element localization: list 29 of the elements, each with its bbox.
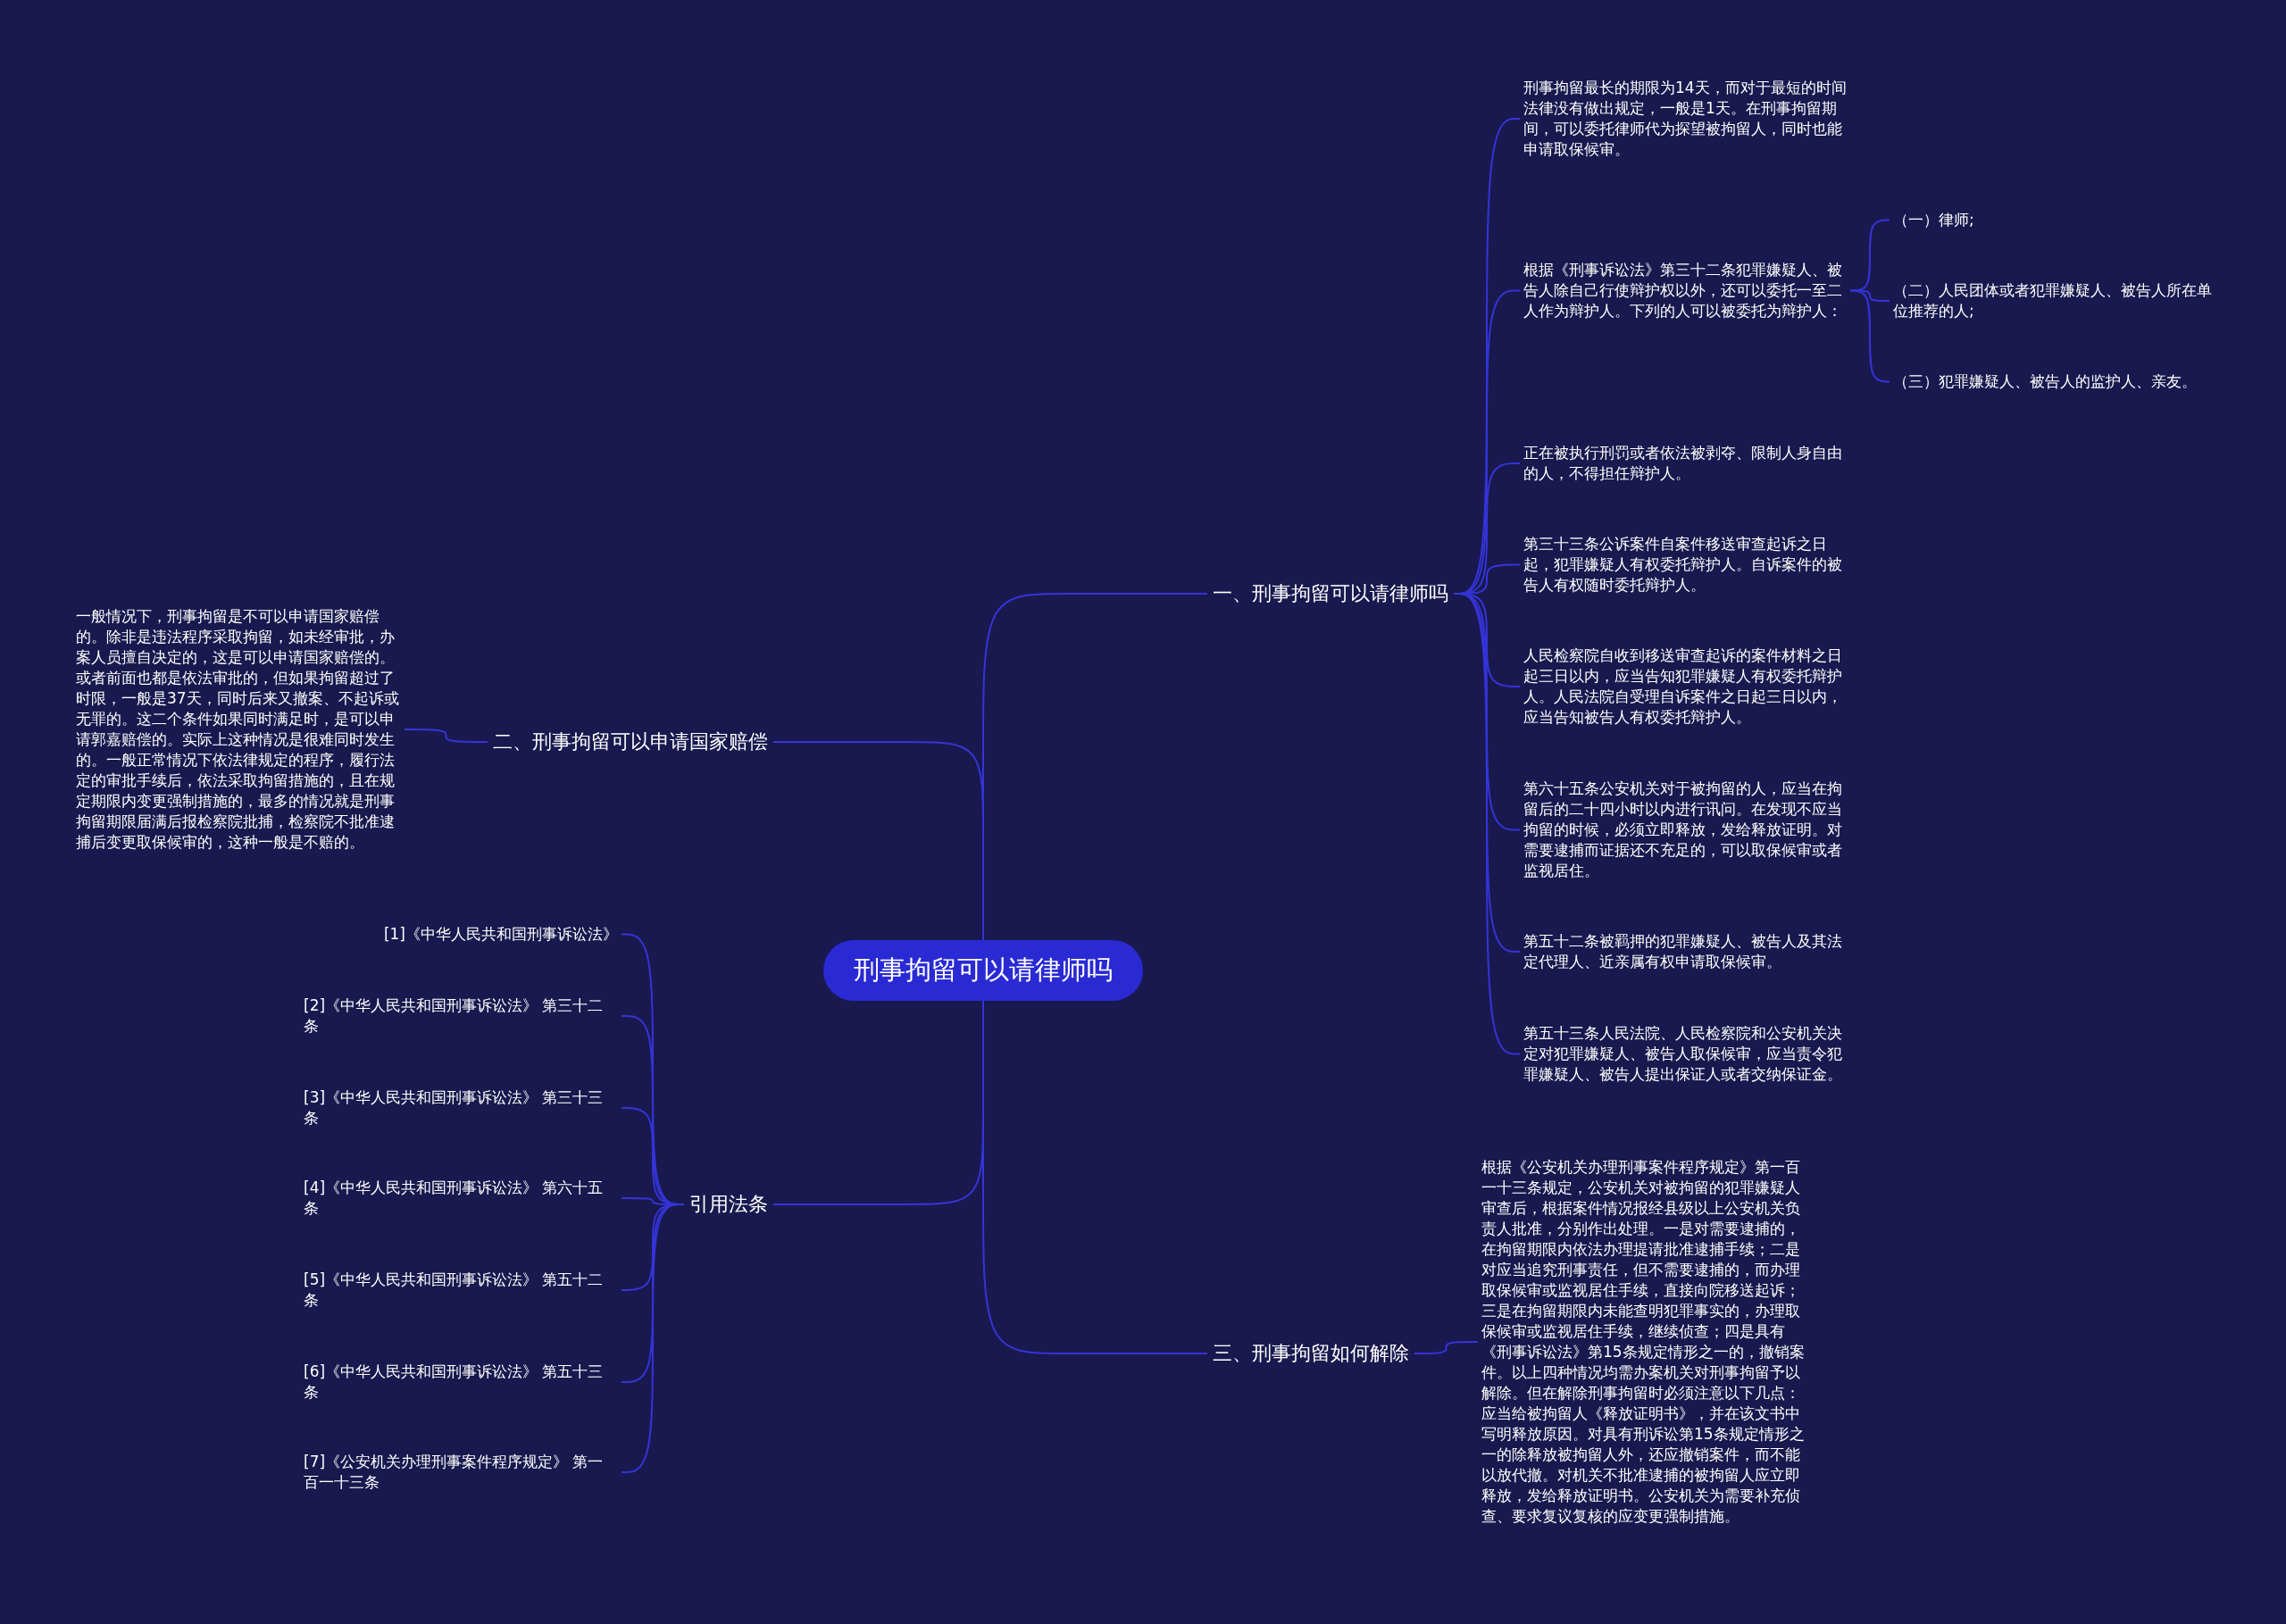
note-text: 第五十二条被羁押的犯罪嫌疑人、被告人及其法定代理人、近亲属有权申请取保候审。 — [1523, 931, 1847, 972]
note-text: 根据《刑事诉讼法》第三十二条犯罪嫌疑人、被告人除自己行使辩护权以外，还可以委托一至二人作为辩护人。下列的人可以被委托为辩护人： — [1523, 260, 1847, 321]
connector-line — [621, 1203, 685, 1473]
branch-topic: 三、刑事拘留如何解除 — [1211, 1337, 1411, 1370]
note-text: [1]《中华人民共和国刑事诉讼法》 — [304, 924, 618, 945]
note-text: 一般情况下，刑事拘留是不可以申请国家赔偿的。除非是违法程序采取拘留，如未经审批，办案人员擅自决定的，这是可以申请国家赔偿的。或者前面也都是依法审批的，但如果拘留超过了时限，一般是37天，同时后来又撤案、不起诉或无罪的。这二个条件如果同时满足时，是可以申请郭嘉赔偿的。实际上这种情况是很难同时发生的。一般正常情况下依法律规定的程序，履行法定的审批手续后，依法采取拘留措施的，且在规定期限内变更强制措施的，最多的情况就是刑事拘留期限届满后报检察院批捕，检察院不批准逮捕后变更取保候审的，这种一般是不赔的。 — [76, 606, 401, 853]
note-text: 根据《公安机关办理刑事案件程序规定》第一百一十三条规定，公安机关对被拘留的犯罪嫌疑人审查后，根据案件情况报经县级以上公安机关负责人批准，分别作出处理。一是对需要逮捕的，在拘留期限内依法办理提请批准逮捕手续；二是对应当追究刑事责任，但不需要逮捕的，而办理取保候审或监视居住手续，直接向院移送起诉；三是在拘留期限内未能查明犯罪事实的，办理取保候审或监视居住手续，继续侦查；四是具有《刑事诉讼法》第15条规定情形之一的，撤销案件。以上四种情况均需办案机关对刑事拘留予以解除。但在解除刑事拘留时必须注意以下几点：应当给被拘留人《释放证明书》，并在该文书中写明释放原因。对具有刑诉讼第15条规定情形之一的除释放被拘留人外，还应撤销案件，而不能以放代撤。对机关不批准逮捕的被拘留人应立即释放，发给释放证明书。公安机关为需要补充侦查、要求复议复核的应变更强制措施。 — [1481, 1157, 1806, 1527]
note-text: [6]《中华人民共和国刑事诉讼法》 第五十三条 — [304, 1362, 618, 1403]
note-text: 第六十五条公安机关对于被拘留的人，应当在拘留后的二十四小时以内进行讯问。在发现不应当拘留的时候，必须立即释放，发给释放证明。对需要逮捕而证据还不充足的，可以取保候审或者监视居住。 — [1523, 779, 1847, 881]
connector-line — [1414, 1341, 1479, 1354]
note-text: 正在被执行刑罚或者依法被剥夺、限制人身自由的人，不得担任辩护人。 — [1523, 443, 1847, 484]
note-text: [7]《公安机关办理刑事案件程序规定》 第一百一十三条 — [304, 1452, 618, 1493]
note-text: （一）律师; — [1893, 210, 2232, 230]
connector-line — [1453, 593, 1521, 1055]
note-text: 人民检察院自收到移送审查起诉的案件材料之日起三日以内，应当告知犯罪嫌疑人有权委托辩护人。人民法院自受理自诉案件之日起三日以内，应当告知被告人有权委托辩护人。 — [1523, 645, 1847, 728]
note-text: [4]《中华人民共和国刑事诉讼法》 第六十五条 — [304, 1178, 618, 1219]
connector-line — [404, 729, 488, 743]
note-text: （二）人民团体或者犯罪嫌疑人、被告人所在单位推荐的人; — [1893, 280, 2223, 321]
note-text: [5]《中华人民共和国刑事诉讼法》 第五十二条 — [304, 1270, 618, 1311]
note-text: 刑事拘留最长的期限为14天，而对于最短的时间法律没有做出规定，一般是1天。在刑事拘留期间，可以委托律师代为探望被拘留人，同时也能申请取保候审。 — [1523, 78, 1847, 160]
branch-topic: 引用法条 — [688, 1187, 770, 1221]
branch-topic: 二、刑事拘留可以申请国家赔偿 — [491, 725, 770, 759]
note-text: [2]《中华人民共和国刑事诉讼法》 第三十二条 — [304, 995, 618, 1037]
central-topic: 刑事拘留可以请律师吗 — [823, 940, 1143, 1001]
note-text: 第三十三条公诉案件自案件移送审查起诉之日起，犯罪嫌疑人有权委托辩护人。自诉案件的被告人有权随时委托辩护人。 — [1523, 534, 1847, 595]
note-text: 第五十三条人民法院、人民检察院和公安机关决定对犯罪嫌疑人、被告人取保候审，应当责令犯罪嫌疑人、被告人提出保证人或者交纳保证金。 — [1523, 1023, 1847, 1085]
branch-topic: 一、刑事拘留可以请律师吗 — [1211, 577, 1450, 611]
note-text: [3]《中华人民共和国刑事诉讼法》 第三十三条 — [304, 1087, 618, 1128]
note-text: （三）犯罪嫌疑人、被告人的监护人、亲友。 — [1893, 371, 2277, 392]
